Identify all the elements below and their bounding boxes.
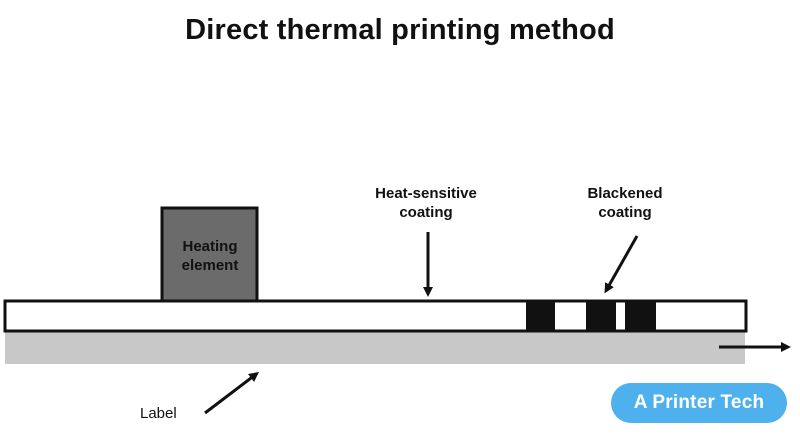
label-arrow <box>204 371 259 415</box>
label-base <box>5 331 745 364</box>
label-caption: Label <box>140 405 177 422</box>
heating-element <box>160 206 259 303</box>
coating-strip <box>3 299 748 333</box>
blackened-block <box>526 302 555 330</box>
blackened-label-line1: Blackened <box>587 185 663 202</box>
brand-badge: A Printer Tech <box>611 383 787 423</box>
heat-sensitive-coating-label: Heat-sensitive coating <box>356 184 496 222</box>
heating-element-label-line2: element <box>181 257 239 274</box>
diagram-title: Direct thermal printing method <box>185 14 615 46</box>
heating-element-label-line1: Heating <box>182 238 238 255</box>
heating-element-label: Heating element <box>165 237 255 275</box>
blackened-label-line2: coating <box>598 204 652 221</box>
blackened-arrow <box>604 235 639 294</box>
blackened-block <box>586 302 616 330</box>
blackened-block <box>625 302 656 330</box>
heat-sensitive-label-line1: Heat-sensitive <box>375 185 477 202</box>
blackened-coating-label: Blackened coating <box>570 184 680 222</box>
heat-sensitive-label-line2: coating <box>399 204 453 221</box>
